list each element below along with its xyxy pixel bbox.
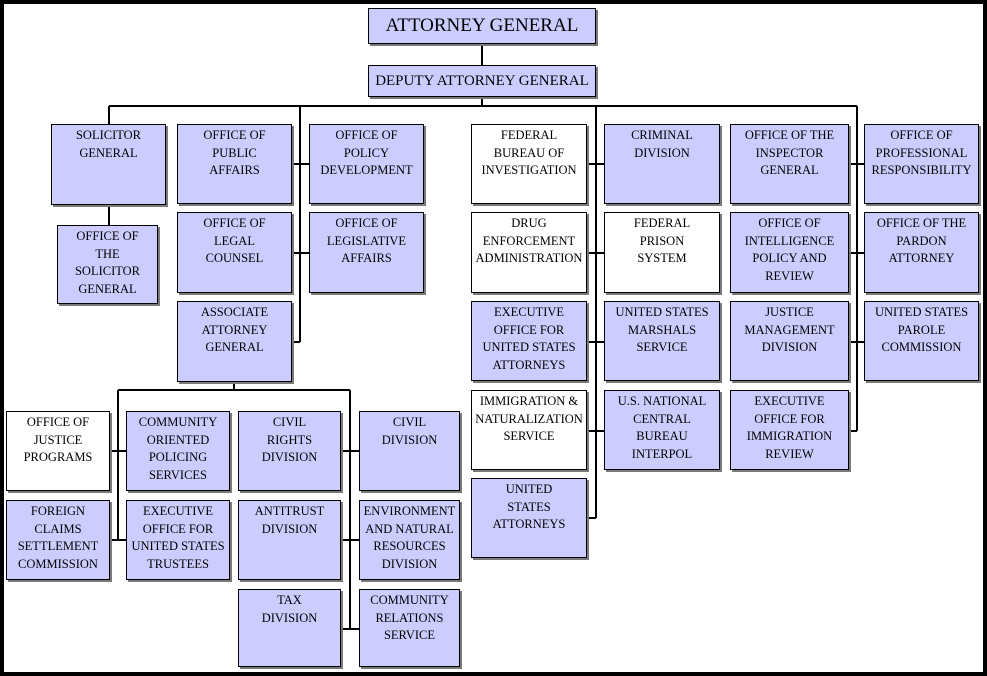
community-oriented-policing-box[interactable]: COMMUNITY ORIENTED POLICING SERVICES xyxy=(126,411,230,491)
foreign-claims-settlement-box[interactable]: FOREIGN CLAIMS SETTLEMENT COMMISSION xyxy=(6,500,110,580)
fbi-box[interactable]: FEDERAL BUREAU OF INVESTIGATION xyxy=(471,124,587,204)
interpol-box[interactable]: U.S. NATIONAL CENTRAL BUREAU INTERPOL xyxy=(604,390,720,470)
office-of-legislative-affairs-box[interactable]: OFFICE OF LEGISLATIVE AFFAIRS xyxy=(309,212,424,293)
federal-prison-system-box[interactable]: FEDERAL PRISON SYSTEM xyxy=(604,212,720,293)
civil-rights-division-box[interactable]: CIVIL RIGHTS DIVISION xyxy=(238,411,341,491)
us-attorneys-box[interactable]: UNITED STATES ATTORNEYS xyxy=(471,478,587,558)
parole-commission-box[interactable]: UNITED STATES PAROLE COMMISSION xyxy=(864,301,979,381)
criminal-division-box[interactable]: CRIMINAL DIVISION xyxy=(604,124,720,204)
antitrust-division-box[interactable]: ANTITRUST DIVISION xyxy=(238,500,341,580)
environment-natural-resources-box[interactable]: ENVIRONMENT AND NATURAL RESOURCES DIVISI… xyxy=(359,500,460,580)
us-marshals-service-box[interactable]: UNITED STATES MARSHALS SERVICE xyxy=(604,301,720,381)
ins-box[interactable]: IMMIGRATION & NATURALIZATION SERVICE xyxy=(471,390,587,470)
deputy-attorney-general-box[interactable]: DEPUTY ATTORNEY GENERAL xyxy=(368,65,596,97)
us-trustees-box[interactable]: EXECUTIVE OFFICE FOR UNITED STATES TRUST… xyxy=(126,500,230,580)
associate-attorney-general-box[interactable]: ASSOCIATE ATTORNEY GENERAL xyxy=(177,301,292,382)
community-relations-service-box[interactable]: COMMUNITY RELATIONS SERVICE xyxy=(359,589,460,667)
office-of-public-affairs-box[interactable]: OFFICE OF PUBLIC AFFAIRS xyxy=(177,124,292,204)
dea-box[interactable]: DRUG ENFORCEMENT ADMINISTRATION xyxy=(471,212,587,293)
office-of-solicitor-general-box[interactable]: OFFICE OF THE SOLICITOR GENERAL xyxy=(57,225,158,304)
intelligence-policy-review-box[interactable]: OFFICE OF INTELLIGENCE POLICY AND REVIEW xyxy=(730,212,849,293)
tax-division-box[interactable]: TAX DIVISION xyxy=(238,589,341,667)
eousa-box[interactable]: EXECUTIVE OFFICE FOR UNITED STATES ATTOR… xyxy=(471,301,587,381)
inspector-general-box[interactable]: OFFICE OF THE INSPECTOR GENERAL xyxy=(730,124,849,204)
office-of-legal-counsel-box[interactable]: OFFICE OF LEGAL COUNSEL xyxy=(177,212,292,293)
attorney-general-box[interactable]: ATTORNEY GENERAL xyxy=(368,8,596,44)
solicitor-general-box[interactable]: SOLICITOR GENERAL xyxy=(51,124,166,205)
professional-responsibility-box[interactable]: OFFICE OF PROFESSIONAL RESPONSIBILITY xyxy=(864,124,979,204)
office-of-policy-development-box[interactable]: OFFICE OF POLICY DEVELOPMENT xyxy=(309,124,424,204)
org-chart: ATTORNEY GENERAL DEPUTY ATTORNEY GENERAL… xyxy=(4,4,983,672)
office-of-justice-programs-box[interactable]: OFFICE OF JUSTICE PROGRAMS xyxy=(6,411,110,491)
civil-division-box[interactable]: CIVIL DIVISION xyxy=(359,411,460,491)
pardon-attorney-box[interactable]: OFFICE OF THE PARDON ATTORNEY xyxy=(864,212,979,293)
connector-lines xyxy=(108,44,864,630)
justice-management-division-box[interactable]: JUSTICE MANAGEMENT DIVISION xyxy=(730,301,849,381)
immigration-review-box[interactable]: EXECUTIVE OFFICE FOR IMMIGRATION REVIEW xyxy=(730,390,849,470)
